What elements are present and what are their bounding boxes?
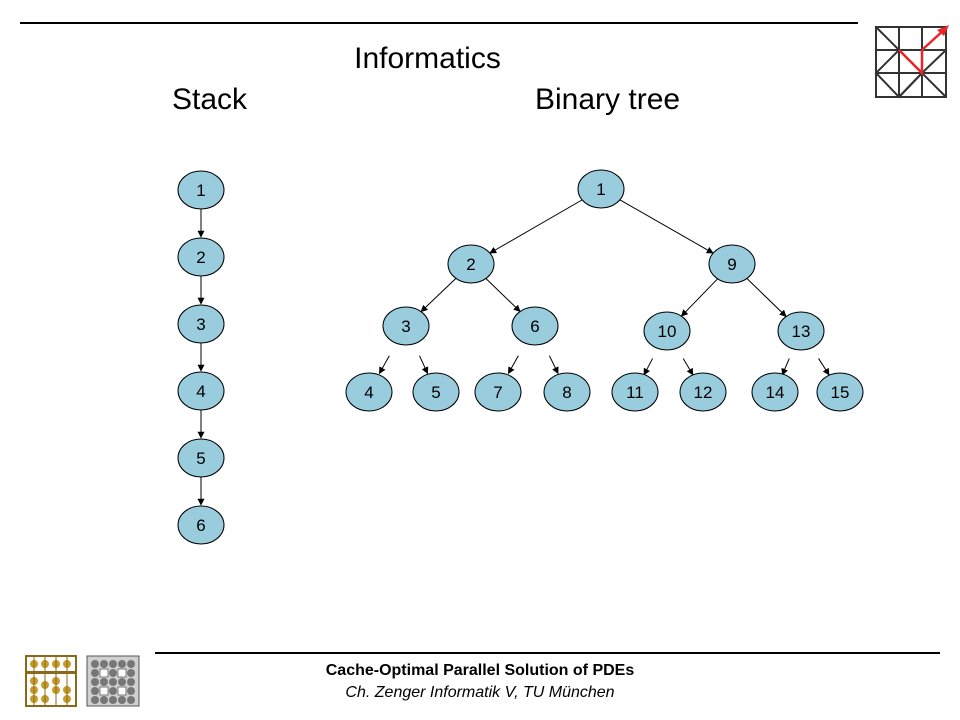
- tree-node-3-label: 3: [401, 317, 410, 336]
- tree-node-8-shape: [543, 372, 591, 412]
- tree-edge-13-15: [818, 358, 830, 376]
- tree-node-7-shape: [474, 372, 522, 412]
- tree-node-9-shape: [708, 244, 756, 284]
- tree-node-6-shape: [511, 306, 559, 346]
- tree-node-4-label: 4: [364, 383, 373, 402]
- tree-edge-1-9: [619, 199, 714, 254]
- tree-node-1: 1: [577, 169, 625, 209]
- tree-node-7: 7: [474, 372, 522, 412]
- tree-node-13-label: 13: [792, 322, 811, 341]
- stack-node-3: 3: [177, 304, 225, 344]
- tree-edge-2-3: [420, 278, 457, 313]
- tree-node-15-shape: [816, 372, 864, 412]
- tree-node-11-label: 11: [626, 383, 644, 402]
- tree-edge-10-11: [643, 358, 654, 376]
- stack-node-1-shape: [177, 170, 225, 210]
- tree-node-6-label: 6: [530, 317, 539, 336]
- tree-node-2-label: 2: [466, 255, 475, 274]
- tree-node-15: 15: [816, 372, 864, 412]
- tree-edge-9-10: [680, 278, 718, 317]
- stack-node-6-label: 6: [196, 516, 205, 535]
- tree-node-10: 10: [643, 311, 691, 351]
- tree-edge-13-14: [781, 358, 790, 376]
- tree-node-5-shape: [412, 372, 460, 412]
- stack-node-2-shape: [177, 237, 225, 277]
- tree-node-4-shape: [345, 372, 393, 412]
- bottom-rule: [155, 652, 940, 654]
- tree-edge-6-8: [548, 355, 559, 375]
- stack-node-2-label: 2: [196, 248, 205, 267]
- tree-node-9-label: 9: [727, 255, 736, 274]
- tree-node-15-label: 15: [831, 383, 850, 402]
- stack-node-5-label: 5: [196, 449, 205, 468]
- stack-node-5: 5: [177, 438, 225, 478]
- tree-node-13: 13: [777, 311, 825, 351]
- tree-node-8-label: 8: [562, 383, 571, 402]
- stack-node-3-label: 3: [196, 315, 205, 334]
- tree-edge-2-6: [485, 278, 521, 313]
- tree-node-6: 6: [511, 306, 559, 346]
- stack-node-4: 4: [177, 371, 225, 411]
- tree-edge-3-4: [378, 355, 390, 375]
- tree-edge-1-2: [489, 199, 583, 254]
- abacus-icon: [25, 655, 77, 707]
- tree-node-1-shape: [577, 169, 625, 209]
- tree-node-2: 2: [447, 244, 495, 284]
- stack-node-2: 2: [177, 237, 225, 277]
- tree-node-14-shape: [751, 372, 799, 412]
- footer-subtitle: Ch. Zenger Informatik V, TU München: [345, 684, 615, 701]
- stack-node-1: 1: [177, 170, 225, 210]
- tree-node-12-label: 12: [694, 383, 713, 402]
- tree-node-2-shape: [447, 244, 495, 284]
- tree-node-8: 8: [543, 372, 591, 412]
- tree-node-11: 11: [611, 372, 659, 412]
- stack-node-6: 6: [177, 505, 225, 545]
- stack-node-4-shape: [177, 371, 225, 411]
- tree-edge-10-12: [682, 358, 694, 376]
- tree-node-7-label: 7: [493, 383, 502, 402]
- tree-node-11-shape: [611, 372, 659, 412]
- tree-node-10-shape: [643, 311, 691, 351]
- tree-node-10-label: 10: [658, 322, 677, 341]
- tree-node-14-label: 14: [766, 383, 785, 402]
- stack-node-1-label: 1: [196, 181, 205, 200]
- slide-title: Informatics: [354, 42, 501, 75]
- tree-node-5-label: 5: [431, 383, 440, 402]
- corner-logo-icon: [874, 25, 949, 99]
- stack-node-4-label: 4: [196, 382, 205, 401]
- tree-edge-9-13: [746, 278, 787, 318]
- tree-node-4: 4: [345, 372, 393, 412]
- top-rule: [20, 22, 858, 24]
- tree-node-14: 14: [751, 372, 799, 412]
- tree-edge-6-7: [507, 355, 519, 375]
- stack-node-5-shape: [177, 438, 225, 478]
- tree-edges: [378, 199, 830, 376]
- tree-node-5: 5: [412, 372, 460, 412]
- grid-logo-icon: [86, 655, 140, 707]
- tree-node-3-shape: [382, 306, 430, 346]
- stack-node-3-shape: [177, 304, 225, 344]
- stack-heading: Stack: [172, 83, 248, 116]
- tree-heading: Binary tree: [535, 83, 681, 116]
- tree-node-12-shape: [679, 372, 727, 412]
- tree-node-12: 12: [679, 372, 727, 412]
- footer-title: Cache-Optimal Parallel Solution of PDEs: [325, 662, 635, 679]
- tree-node-3: 3: [382, 306, 430, 346]
- tree-node-9: 9: [708, 244, 756, 284]
- stack-nodes: 1 2 3 4 5 6: [177, 170, 225, 545]
- tree-node-1-label: 1: [596, 180, 605, 199]
- tree-edge-3-5: [419, 355, 429, 375]
- tree-node-13-shape: [777, 311, 825, 351]
- stack-node-6-shape: [177, 505, 225, 545]
